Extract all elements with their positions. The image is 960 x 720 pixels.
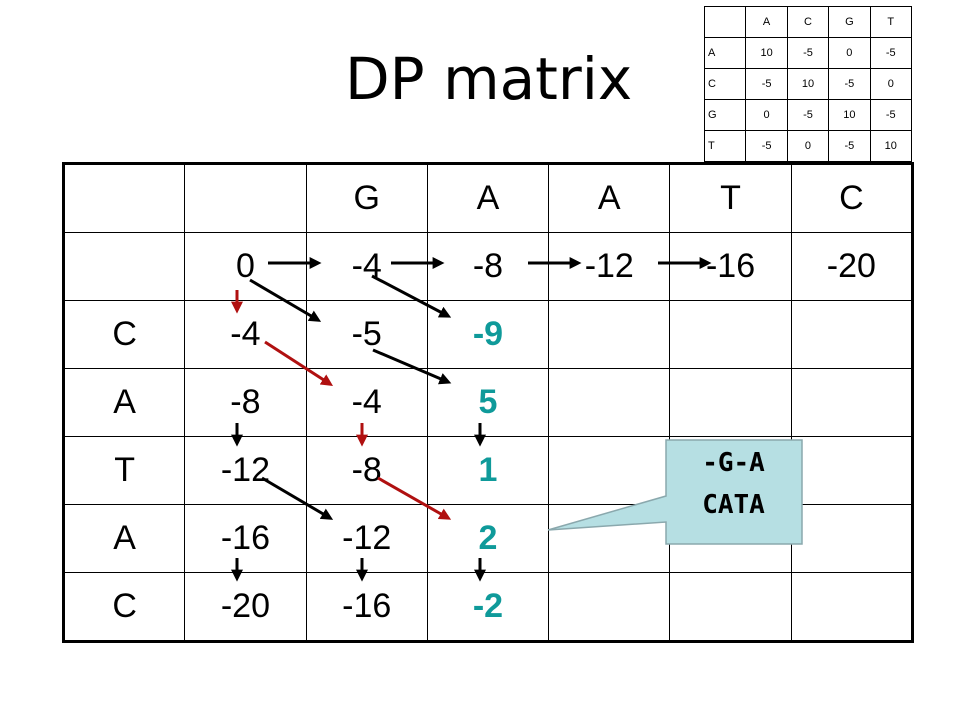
dp-cell bbox=[548, 436, 671, 505]
dp-cell bbox=[790, 300, 915, 369]
dp-cell bbox=[548, 300, 671, 369]
scoring-cell: -5 bbox=[786, 99, 830, 131]
dp-cell: -8 bbox=[184, 368, 307, 437]
dp-cell: 1 bbox=[426, 436, 550, 505]
dp-row-label: A bbox=[61, 368, 186, 437]
dp-cell: -12 bbox=[305, 504, 428, 573]
dp-column-header: A bbox=[426, 162, 550, 233]
dp-cell: 2 bbox=[426, 504, 550, 573]
dp-cell: -16 bbox=[184, 504, 307, 573]
alignment-line-bottom: CATA bbox=[702, 490, 765, 520]
dp-cell: -5 bbox=[305, 300, 428, 369]
dp-row-label: C bbox=[61, 572, 186, 643]
scoring-header-cell bbox=[703, 6, 747, 38]
scoring-header-cell: A bbox=[745, 6, 788, 38]
dp-cell: -8 bbox=[305, 436, 428, 505]
scoring-header-cell: G bbox=[828, 6, 871, 38]
dp-cell bbox=[669, 300, 792, 369]
dp-cell bbox=[669, 368, 792, 437]
dp-cell: -12 bbox=[184, 436, 307, 505]
scoring-header-cell: C bbox=[786, 6, 830, 38]
scoring-cell: 10 bbox=[869, 130, 913, 162]
dp-cell: -9 bbox=[426, 300, 550, 369]
dp-row-label: T bbox=[61, 436, 186, 505]
alignment-callout-text: -G-A CATA bbox=[666, 442, 801, 526]
scoring-cell: -5 bbox=[786, 37, 830, 69]
scoring-cell: -5 bbox=[745, 68, 788, 100]
dp-cell: 0 bbox=[184, 232, 307, 301]
dp-row-label: C bbox=[61, 300, 186, 369]
scoring-cell: 0 bbox=[869, 68, 913, 100]
scoring-cell: -5 bbox=[869, 99, 913, 131]
dp-cell bbox=[669, 572, 792, 643]
dp-column-header: T bbox=[669, 162, 792, 233]
dp-cell: -20 bbox=[184, 572, 307, 643]
dp-cell: -4 bbox=[305, 368, 428, 437]
scoring-cell: -5 bbox=[828, 68, 871, 100]
dp-cell bbox=[548, 572, 671, 643]
dp-cell: -16 bbox=[305, 572, 428, 643]
dp-column-header bbox=[184, 162, 307, 233]
scoring-cell: 0 bbox=[786, 130, 830, 162]
dp-column-header bbox=[61, 162, 186, 233]
dp-cell bbox=[790, 368, 915, 437]
scoring-cell: 10 bbox=[745, 37, 788, 69]
dp-cell: 5 bbox=[426, 368, 550, 437]
dp-cell: -12 bbox=[548, 232, 671, 301]
scoring-cell: 10 bbox=[828, 99, 871, 131]
dp-cell: -16 bbox=[669, 232, 792, 301]
dp-cell: -20 bbox=[790, 232, 915, 301]
dp-cell: -4 bbox=[184, 300, 307, 369]
scoring-cell: -5 bbox=[828, 130, 871, 162]
dp-row: 0-4-8-12-16-20 bbox=[61, 232, 915, 301]
scoring-cell: 0 bbox=[828, 37, 871, 69]
scoring-cell: 10 bbox=[786, 68, 830, 100]
dp-cell bbox=[790, 572, 915, 643]
scoring-cell: -5 bbox=[869, 37, 913, 69]
dp-cell bbox=[548, 504, 671, 573]
dp-row: C-4-5-9 bbox=[61, 300, 915, 369]
dp-row-label bbox=[61, 232, 186, 301]
dp-row-label: A bbox=[61, 504, 186, 573]
scoring-cell: 0 bbox=[745, 99, 788, 131]
scoring-cell: -5 bbox=[745, 130, 788, 162]
dp-cell bbox=[790, 436, 915, 505]
dp-column-header: G bbox=[305, 162, 428, 233]
dp-row: C-20-16-2 bbox=[61, 572, 915, 643]
dp-cell bbox=[790, 504, 915, 573]
page-title: DP matrix bbox=[345, 45, 633, 113]
alignment-line-top: -G-A bbox=[702, 448, 765, 478]
dp-cell: -2 bbox=[426, 572, 550, 643]
dp-column-header: A bbox=[548, 162, 671, 233]
dp-cell: -4 bbox=[305, 232, 428, 301]
scoring-row-label: G bbox=[703, 99, 747, 131]
scoring-header-cell: T bbox=[869, 6, 913, 38]
scoring-row-label: C bbox=[703, 68, 747, 100]
dp-cell bbox=[548, 368, 671, 437]
dp-cell: -8 bbox=[426, 232, 550, 301]
scoring-row-label: A bbox=[703, 37, 747, 69]
scoring-row-label: T bbox=[703, 130, 747, 162]
dp-column-header: C bbox=[790, 162, 915, 233]
